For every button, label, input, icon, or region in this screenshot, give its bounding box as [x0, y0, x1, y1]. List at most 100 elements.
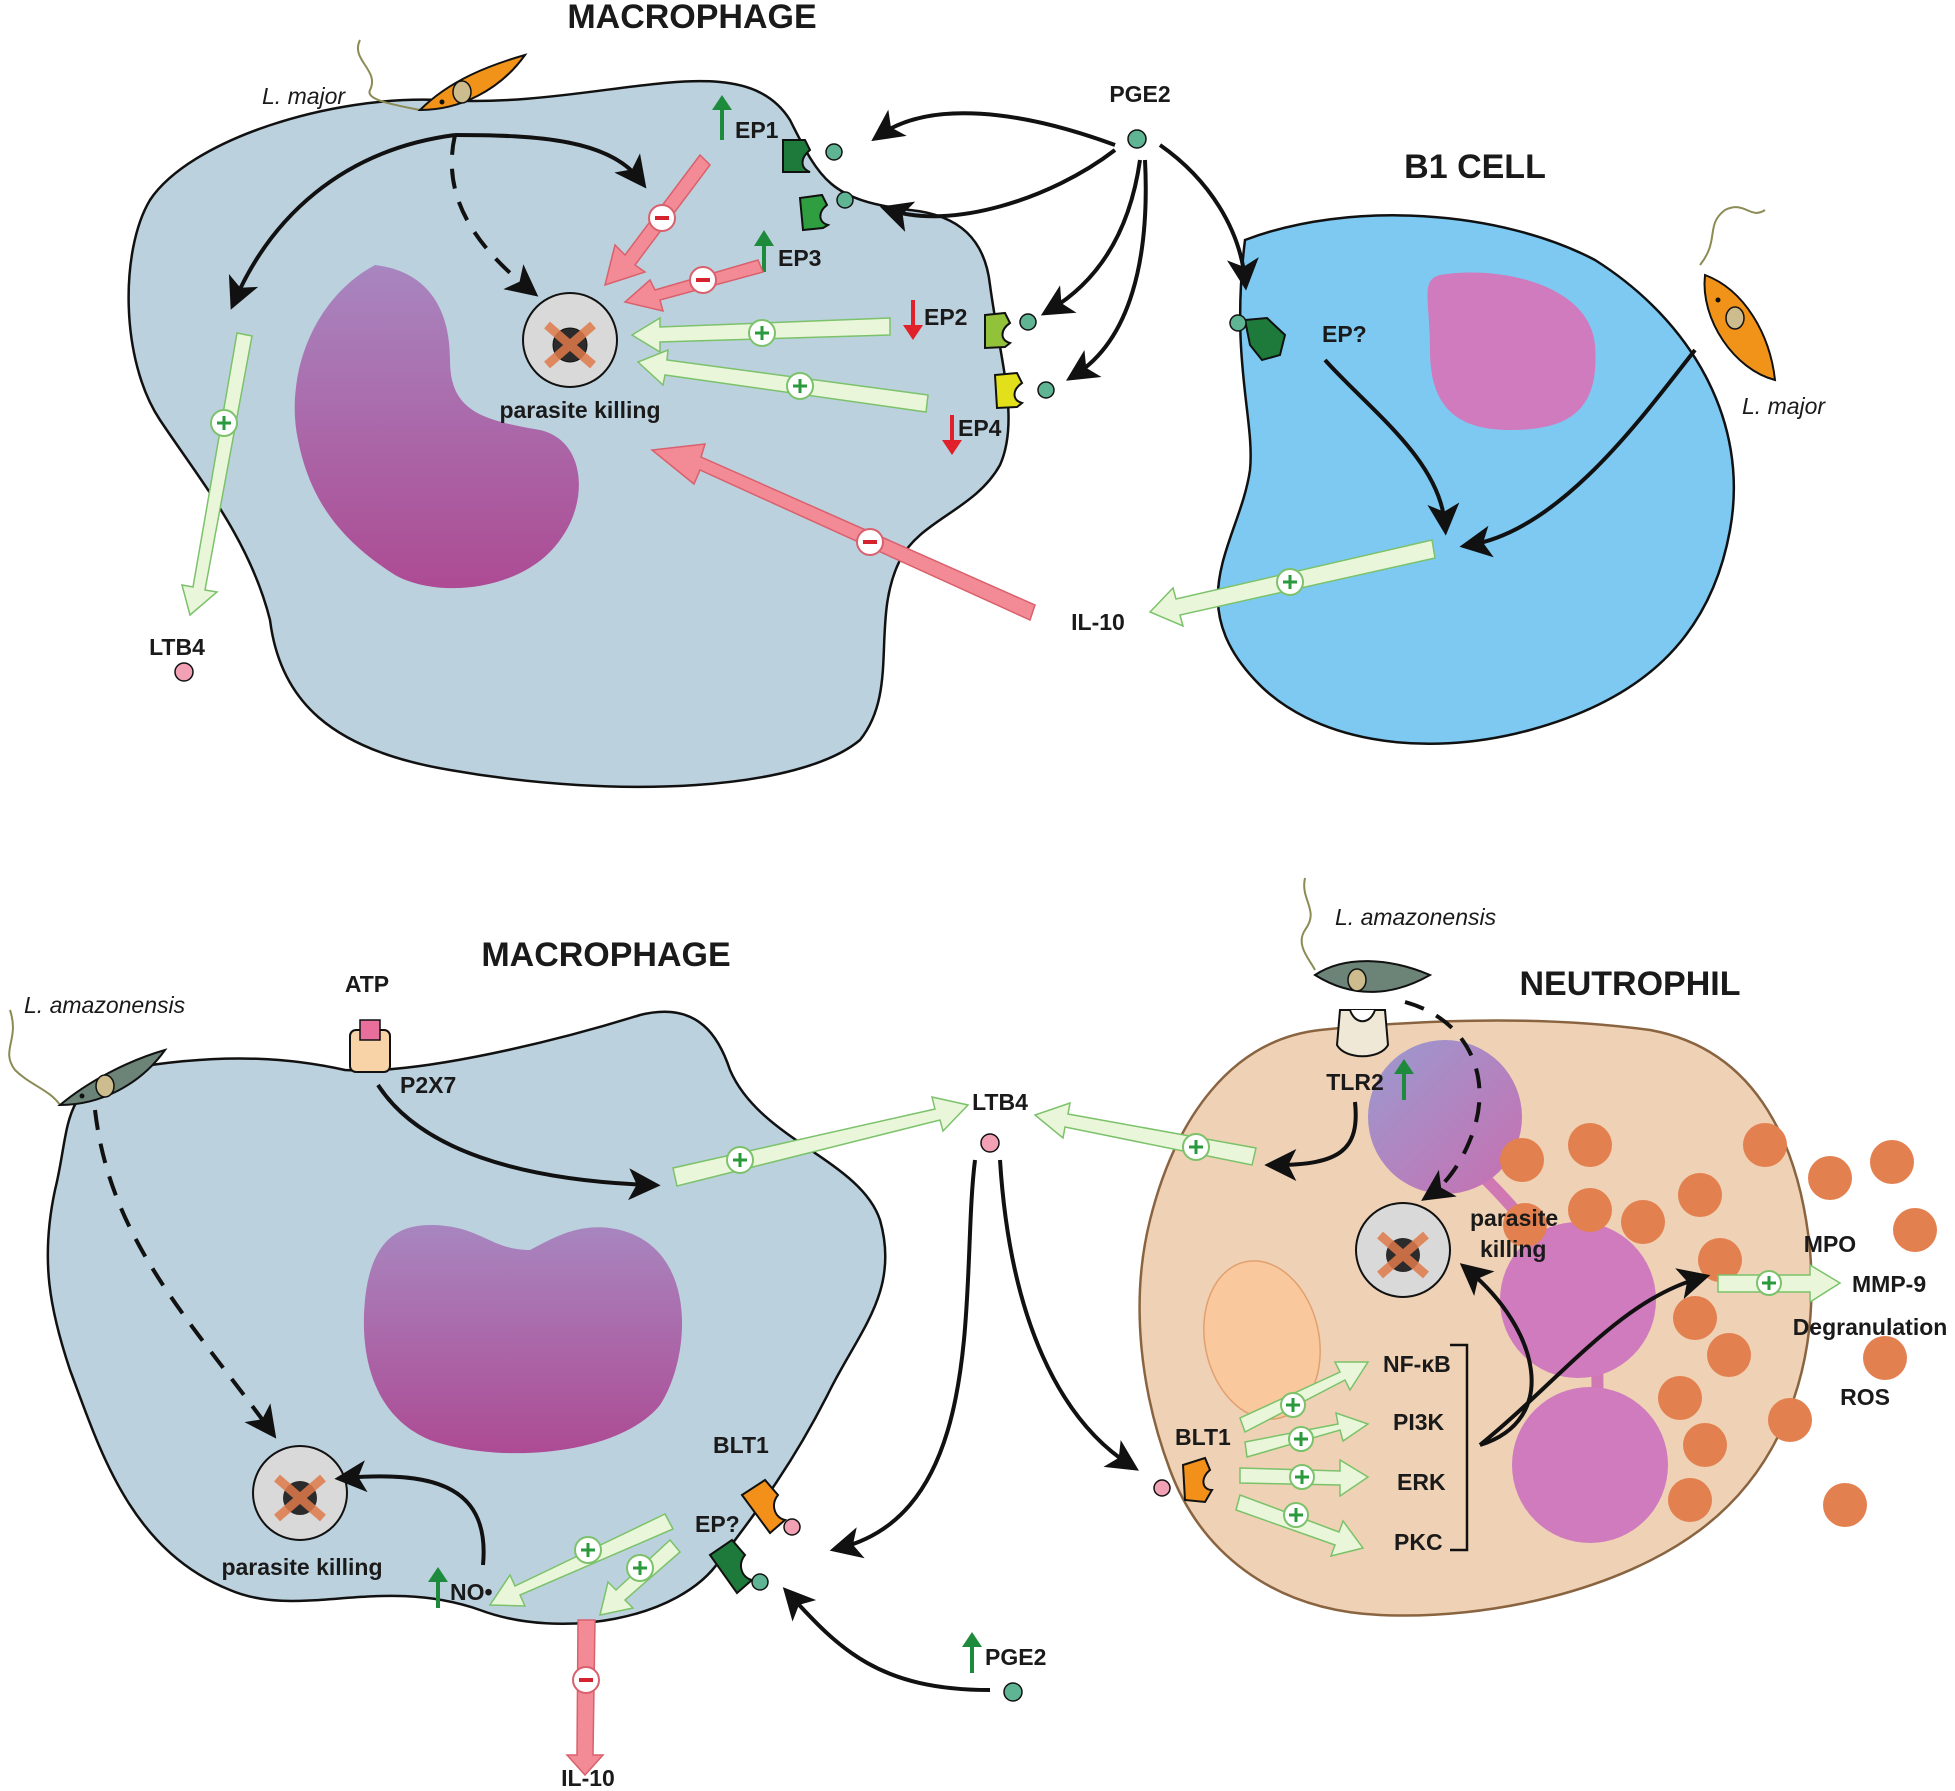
signaling-bracket	[1450, 1343, 1469, 1552]
arrow-lmajor-to-ltb4-pathway	[228, 133, 456, 310]
b1-cell-title: B1 CELL	[1404, 148, 1546, 186]
arrow-pge2-to-ep4	[1066, 159, 1148, 381]
no-label: NO•	[450, 1579, 493, 1605]
parasite-killing-vacuole-top	[522, 292, 618, 388]
ep4-activate-arrow	[636, 348, 929, 413]
blt1-to-no-activate-arrow	[488, 1513, 675, 1607]
arrow-tlr2-to-ltb4	[1264, 1101, 1358, 1181]
neutrophil-ltb4-activate-arrow	[1033, 1101, 1257, 1166]
ep-unknown-macrophage-receptor	[708, 1538, 769, 1595]
arrow-ltb4-to-neutrophil-blt1	[998, 1159, 1139, 1471]
mpo-label: MPO	[1804, 1231, 1856, 1257]
blt1-neutrophil-receptor	[1153, 1456, 1214, 1504]
ep3-label: EP3	[778, 245, 821, 271]
parasite-killing-macrophage-label: parasite killing	[221, 1554, 382, 1580]
ltb4-bottom-label: LTB4	[972, 1089, 1028, 1115]
neutrophil-lobe-middle	[1500, 1222, 1656, 1378]
pge2-top-molecule	[1127, 129, 1147, 149]
l-major-left-label: L. major	[262, 83, 346, 109]
ep1-inhibit-arrow	[603, 153, 711, 287]
ep4-receptor	[993, 371, 1055, 410]
il10-top-label: IL-10	[1071, 609, 1125, 635]
tlr2-up-arrow	[1394, 1059, 1414, 1100]
ep3-up-arrow	[754, 230, 774, 272]
l-amazonensis-left-label: L. amazonensis	[24, 992, 186, 1018]
arrow-lmajor-to-ep1-inhibition	[454, 133, 647, 189]
pge2-bottom-up-arrow	[962, 1632, 982, 1673]
arrow-ltb4-to-macrophage-blt1	[829, 1159, 977, 1559]
parasite-killing-vacuole-macrophage	[252, 1445, 348, 1541]
pge2-top-label: PGE2	[1109, 81, 1170, 107]
ep1-up-arrow	[712, 95, 732, 140]
ltb4-bottom-molecule	[980, 1133, 1000, 1153]
parasite-killing-neutrophil-label-2: killing	[1480, 1236, 1546, 1262]
arrow-lamazonensis-dashed-to-killing	[93, 1109, 277, 1439]
macrophage-top-nucleus	[294, 265, 579, 589]
signal-arrow-erk	[1239, 1458, 1370, 1498]
arrow-signaling-to-degranulation	[1478, 1268, 1711, 1447]
erk-label: ERK	[1397, 1469, 1446, 1495]
atp-label: ATP	[345, 971, 389, 997]
blt1-macrophage-receptor	[740, 1478, 801, 1536]
parasite-killing-neutrophil-label-1: parasite	[1470, 1205, 1558, 1231]
arrow-pge2-to-ep2	[1040, 159, 1142, 316]
l-amazonensis-parasite-right	[1300, 877, 1433, 993]
p2x7-label: P2X7	[400, 1072, 456, 1098]
ros-label: ROS	[1840, 1384, 1890, 1410]
ep-unknown-receptor-b1	[1229, 314, 1287, 362]
neutrophil-organelle	[1203, 1260, 1321, 1420]
ep-unknown-b1-label: EP?	[1322, 321, 1367, 347]
ep-unknown-macrophage-label: EP?	[695, 1511, 740, 1537]
pge2-bottom-label: PGE2	[985, 1644, 1046, 1670]
b1-nucleus	[1427, 272, 1596, 430]
ep3-receptor	[798, 191, 854, 232]
ep1-label: EP1	[735, 117, 779, 143]
l-amazonensis-parasite-left	[8, 1009, 168, 1107]
blt1-neutrophil-label: BLT1	[1175, 1424, 1231, 1450]
ep4-down-arrow	[942, 415, 962, 455]
neutrophil-lobe-bottom	[1512, 1387, 1668, 1543]
l-amazonensis-right-label: L. amazonensis	[1335, 904, 1497, 930]
signal-arrow-nfkb	[1239, 1361, 1370, 1434]
parasite-killing-top-label: parasite killing	[499, 397, 660, 423]
ep2-down-arrow	[903, 300, 923, 340]
pge2-bottom-molecule	[1003, 1682, 1023, 1702]
il10-inhibit-arrow-bottom	[565, 1619, 605, 1777]
arrow-no-to-killing	[334, 1460, 486, 1566]
arrow-lamazonensis-dashed-to-neutrophil-killing	[1404, 1000, 1482, 1201]
ltb4-top-label: LTB4	[149, 634, 205, 660]
ep2-label: EP2	[924, 304, 967, 330]
blt1-macrophage-label: BLT1	[713, 1432, 769, 1458]
arrow-b1-lmajor-to-il10	[1459, 348, 1697, 558]
tlr2-receptor	[1335, 1009, 1390, 1058]
no-up-arrow	[428, 1567, 448, 1608]
signal-arrow-pkc	[1235, 1494, 1365, 1558]
b1-cell	[1216, 214, 1735, 745]
mmp9-label: MMP-9	[1852, 1271, 1926, 1297]
arrow-pge2-to-ep1	[871, 109, 1116, 147]
pi3k-label: PI3K	[1393, 1409, 1445, 1435]
ep3-inhibit-arrow	[623, 259, 765, 313]
l-major-parasite-left	[357, 39, 528, 112]
neutrophil-title: NEUTROPHIL	[1520, 965, 1741, 1003]
macrophage-top-title: MACROPHAGE	[567, 0, 816, 36]
l-major-right-label: L. major	[1742, 393, 1826, 419]
ep2-receptor	[984, 311, 1037, 350]
pkc-label: PKC	[1394, 1529, 1443, 1555]
arrow-signaling-to-killing	[1459, 1263, 1534, 1447]
signal-arrow-pi3k	[1244, 1411, 1370, 1458]
degranulation-activate-arrow	[1717, 1263, 1842, 1304]
l-major-parasite-right	[1699, 206, 1777, 382]
arrow-pge2-to-b1-ep	[1158, 143, 1259, 291]
arrow-p2x7-to-ltb4	[376, 1083, 661, 1201]
arrow-pge2-to-ep-unknown	[782, 1587, 991, 1692]
macrophage-top-cell	[127, 79, 1010, 789]
ltb4-export-activate-arrow	[672, 1096, 970, 1187]
tlr2-label: TLR2	[1326, 1069, 1384, 1095]
neutrophil-lobe-top	[1368, 1040, 1522, 1194]
ep-to-il10-activate-arrow	[598, 1538, 682, 1616]
ltb4-production-activate-arrow	[180, 332, 253, 617]
ep1-receptor	[782, 139, 843, 173]
b1-il10-activate-arrow	[1148, 539, 1436, 628]
